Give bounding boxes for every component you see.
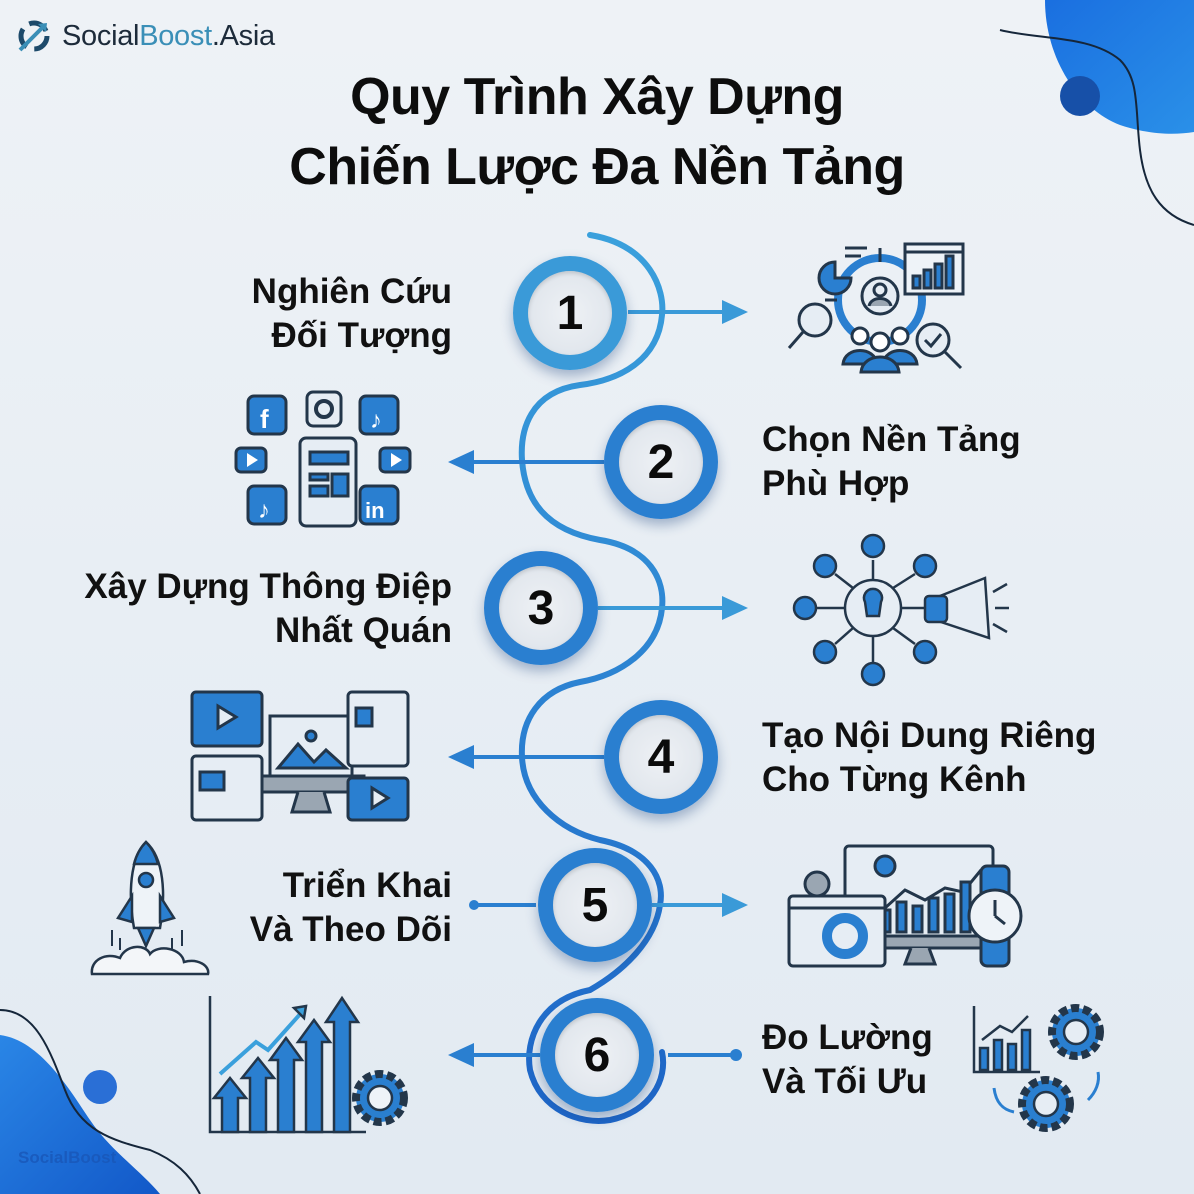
page-title: Quy Trình Xây Dựng Chiến Lược Đa Nền Tản… [0, 62, 1194, 202]
step-5-label-line2: Và Theo Dõi [249, 910, 452, 949]
svg-text:f: f [260, 404, 269, 434]
brand-name-part3: .Asia [211, 19, 275, 52]
watermark-logo: SocialBoost [18, 1148, 117, 1167]
title-line-1: Quy Trình Xây Dựng [350, 68, 844, 126]
step-4-label: Tạo Nội Dung Riêng Cho Từng Kênh [762, 714, 1096, 802]
brand-logo: SocialBoost.Asia [14, 16, 275, 56]
idea-megaphone-icon [792, 533, 1009, 687]
dashboard-watch-icon [787, 844, 1023, 968]
step-1-label: Nghiên Cứu Đối Tượng [252, 270, 452, 358]
step-5-label: Triển Khai Và Theo Dõi [250, 864, 452, 952]
step-5-label-line1: Triển Khai [282, 866, 452, 905]
audience-research-icon [787, 242, 965, 374]
step-5-badge: 5 [538, 848, 652, 962]
boost-logo-icon [18, 20, 50, 52]
step-2-label: Chọn Nền Tảng Phù Hợp [762, 418, 1021, 506]
step-3-label-line2: Nhất Quán [275, 611, 452, 650]
social-platforms-icon: f ♪ ♪ in [234, 390, 412, 528]
title-line-2: Chiến Lược Đa Nền Tảng [289, 138, 905, 196]
step-2-label-line2: Phù Hợp [762, 464, 910, 503]
step-6-label-line1: Đo Lường [762, 1018, 933, 1057]
step-2-badge: 2 [604, 405, 718, 519]
step-1-label-line1: Nghiên Cứu [251, 272, 452, 311]
step-6-label: Đo Lường Và Tối Ưu [762, 1016, 933, 1104]
step-6-badge: 6 [540, 998, 654, 1112]
step-1-badge: 1 [513, 256, 627, 370]
step-4-badge: 4 [604, 700, 718, 814]
step-3-label-line1: Xây Dựng Thông Điệp [84, 567, 452, 606]
step-6-label-line2: Và Tối Ưu [762, 1062, 928, 1101]
svg-text:♪: ♪ [370, 407, 382, 434]
svg-text:in: in [365, 498, 385, 523]
growth-arrows-gear-icon [208, 995, 408, 1134]
brand-name-part2: Boost [139, 19, 212, 52]
step-4-label-line2: Cho Từng Kênh [762, 760, 1027, 799]
step-2-label-line1: Chọn Nền Tảng [762, 420, 1021, 459]
multi-screen-content-icon [190, 690, 410, 822]
rocket-launch-icon [90, 840, 210, 976]
brand-name-part1: Social [62, 19, 140, 52]
brand-name: SocialBoost.Asia [62, 20, 275, 53]
step-3-badge: 3 [484, 551, 598, 665]
step-4-label-line1: Tạo Nội Dung Riêng [762, 716, 1097, 755]
step-1-label-line2: Đối Tượng [271, 316, 452, 355]
optimize-gears-icon [972, 1004, 1104, 1132]
step-3-label: Xây Dựng Thông Điệp Nhất Quán [84, 565, 452, 653]
svg-text:♪: ♪ [258, 497, 270, 524]
